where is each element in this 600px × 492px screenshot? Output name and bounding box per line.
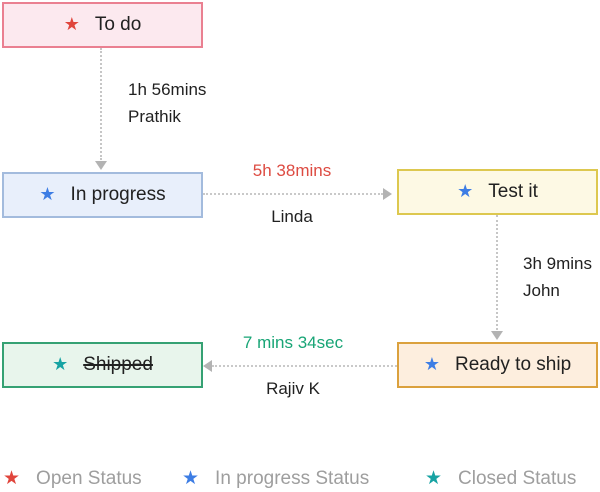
connector-todo-to-inprogress (100, 48, 102, 160)
legend-label: In progress Status (215, 468, 370, 489)
node-label: To do (94, 14, 142, 35)
legend-label: Open Status (36, 468, 142, 489)
transition-duration: 1h 56mins (128, 80, 207, 99)
open-status-star-icon: ★ (63, 14, 80, 34)
connector-inprogress-to-testit (203, 193, 383, 195)
transition-label-testit-readytoship: 3h 9mins John (523, 254, 592, 300)
arrowhead-right-icon (383, 188, 392, 200)
closed-status-star-icon: ★ (425, 467, 443, 489)
connector-readytoship-to-shipped (212, 365, 397, 367)
arrowhead-down-icon (491, 331, 503, 340)
transition-assignee: Linda (271, 207, 313, 226)
legend-item-in-progress-status: ★ In progress Status (182, 468, 369, 490)
transition-assignee: John (523, 281, 560, 300)
legend-label: Closed Status (458, 468, 577, 489)
node-label: Test it (488, 181, 538, 202)
transition-assignee: Rajiv K (266, 379, 320, 398)
connector-testit-to-readytoship (496, 215, 498, 330)
transition-duration: 3h 9mins (523, 254, 592, 273)
in-progress-status-star-icon: ★ (423, 354, 440, 374)
transition-duration: 7 mins 34sec (242, 333, 344, 352)
node-ready-to-ship[interactable]: ★ Ready to ship (397, 342, 598, 388)
node-label: In progress (70, 184, 166, 205)
closed-status-star-icon: ★ (52, 354, 69, 374)
transition-label-inprogress-testit: 5h 38mins Linda (253, 161, 331, 226)
in-progress-status-star-icon: ★ (182, 467, 200, 489)
transition-duration: 5h 38mins (252, 161, 332, 180)
in-progress-status-star-icon: ★ (39, 184, 56, 204)
node-label: Ready to ship (454, 354, 572, 375)
transition-label-readytoship-shipped: 7 mins 34sec Rajiv K (243, 333, 343, 398)
legend-item-closed-status: ★ Closed Status (425, 468, 576, 490)
node-to-do[interactable]: ★ To do (2, 2, 203, 48)
legend-item-open-status: ★ Open Status (3, 468, 142, 490)
node-test-it[interactable]: ★ Test it (397, 169, 598, 215)
arrowhead-down-icon (95, 161, 107, 170)
arrowhead-left-icon (203, 360, 212, 372)
node-in-progress[interactable]: ★ In progress (2, 172, 203, 218)
node-shipped[interactable]: ★ Shipped (2, 342, 203, 388)
in-progress-status-star-icon: ★ (457, 181, 474, 201)
node-label: Shipped (83, 354, 153, 375)
transition-label-todo-inprogress: 1h 56mins Prathik (128, 80, 206, 126)
open-status-star-icon: ★ (3, 467, 21, 489)
transition-assignee: Prathik (128, 107, 181, 126)
